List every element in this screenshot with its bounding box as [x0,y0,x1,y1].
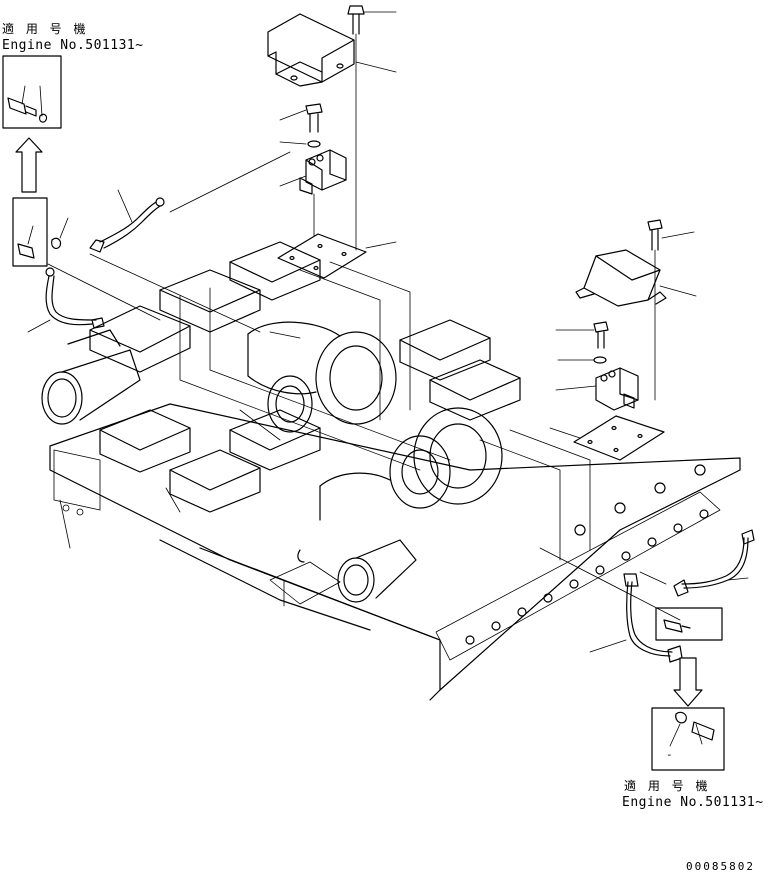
relay-cover-top [267,13,355,87]
ground-cable-left [27,263,161,333]
detail-marker: - [666,748,674,761]
engine-block [49,241,741,701]
ground-cable-right [539,529,755,663]
relay-mount-plate-top [277,233,397,279]
applicable-serial-label-bottom: 適 用 号 機 [624,779,712,793]
turbocharger-upper [247,321,397,433]
arrow-up-icon [15,137,43,193]
detail-box-top-left [2,55,62,129]
battery-relay-top [279,149,347,237]
detail-box-right-small [655,607,723,641]
detail-box-left [12,197,69,267]
engine-number-label-top: Engine No.501131~ [2,38,144,53]
turbocharger-lower [319,407,503,521]
drawing-number: 00085802 [686,860,755,873]
ground-cable-upper [89,151,291,333]
battery-relay-right [555,367,639,411]
bolt-right-top [647,219,695,401]
air-intake-left [41,329,141,425]
arrow-down-icon [673,657,703,707]
relay-cover-right [575,249,697,307]
bolt-right-relay [555,321,609,364]
detail-box-bottom-right [651,707,725,771]
bolt-relay [279,103,323,148]
air-intake-lower [269,539,417,607]
applicable-serial-label-top: 適 用 号 機 [2,22,90,36]
bolt-top [347,5,397,251]
relay-mount-plate-right [549,415,665,461]
leader-lines [59,331,667,585]
engine-number-label-bottom: Engine No.501131~ [622,795,764,810]
